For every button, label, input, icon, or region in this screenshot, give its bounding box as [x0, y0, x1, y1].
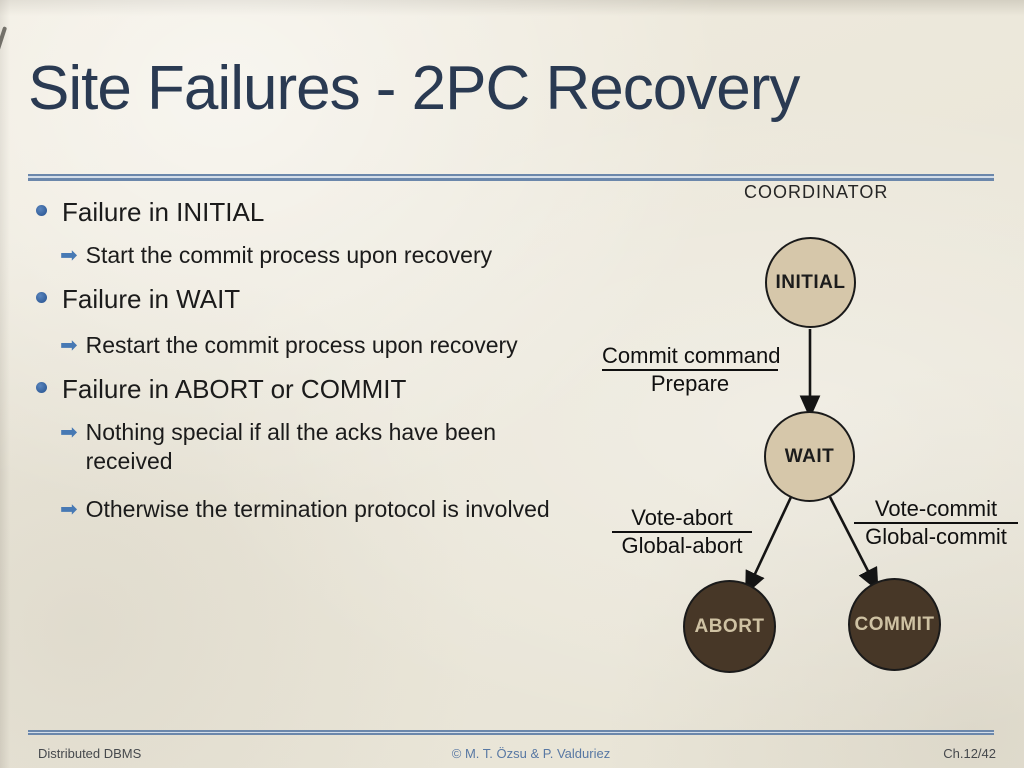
sub-bullet-text: Start the commit process upon recovery: [85, 242, 493, 268]
transition-label-commit-prepare: Commit command Prepare: [602, 344, 780, 396]
footer-copyright: © M. T. Özsu & P. Valduriez: [451, 746, 611, 761]
paper-crease-mark: [0, 26, 8, 60]
arrow-bullet-icon: ➡: [60, 244, 78, 267]
state-label: WAIT: [784, 445, 835, 467]
footer-page-number: Ch.12/42: [943, 746, 996, 761]
arrow-bullet-icon: ➡: [60, 421, 78, 444]
sub-bullet-item: ➡ Start the commit process upon recovery: [60, 241, 492, 270]
sent-message: Global-abort: [621, 533, 743, 558]
transition-arrow-wait-abort: [745, 496, 793, 595]
transition-label-vote-abort: Vote-abort Global-abort: [612, 506, 752, 558]
diagram-heading: COORDINATOR: [744, 182, 889, 202]
sub-bullet-item: ➡ Restart the commit process upon recove…: [60, 331, 518, 360]
sent-message: Global-commit: [865, 524, 1007, 549]
received-message: Vote-commit: [854, 497, 1018, 524]
bullet-dot-icon: [36, 205, 47, 216]
sub-bullet-text: Otherwise the termination protocol is in…: [85, 496, 550, 522]
bullet-dot-icon: [36, 382, 47, 393]
bullet-item: Failure in WAIT: [36, 284, 240, 314]
bullet-text: Failure in ABORT or COMMIT: [62, 374, 407, 404]
received-message: Vote-abort: [612, 506, 752, 533]
state-node-initial: INITIAL: [765, 237, 856, 328]
footer-course-name: Distributed DBMS: [38, 746, 142, 761]
arrow-bullet-icon: ➡: [60, 498, 78, 521]
sent-message: Prepare: [650, 371, 730, 396]
transition-label-vote-commit: Vote-commit Global-commit: [854, 497, 1018, 549]
sub-bullet-item: ➡ Nothing special if all the acks have b…: [60, 418, 530, 476]
bullet-text: Failure in INITIAL: [62, 197, 265, 227]
state-label: ABORT: [694, 615, 765, 637]
state-node-commit: COMMIT: [848, 578, 941, 671]
bullet-item: Failure in INITIAL: [36, 197, 264, 227]
slide-title: Site Failures - 2PC Recovery: [28, 54, 800, 123]
state-node-wait: WAIT: [764, 411, 855, 502]
arrow-bullet-icon: ➡: [60, 334, 78, 357]
state-node-abort: ABORT: [683, 580, 776, 673]
received-message: Commit command: [602, 344, 780, 371]
title-divider: [28, 174, 994, 181]
bullet-dot-icon: [36, 292, 47, 303]
state-label: INITIAL: [775, 271, 846, 293]
bullet-text: Failure in WAIT: [62, 284, 241, 314]
state-label: COMMIT: [854, 613, 935, 635]
sub-bullet-item: ➡ Otherwise the termination protocol is …: [60, 495, 550, 524]
footer-divider: [28, 730, 994, 735]
sub-bullet-text: Restart the commit process upon recovery: [85, 332, 518, 358]
sub-bullet-text: Nothing special if all the acks have bee…: [85, 419, 497, 474]
bullet-item: Failure in ABORT or COMMIT: [36, 374, 406, 404]
